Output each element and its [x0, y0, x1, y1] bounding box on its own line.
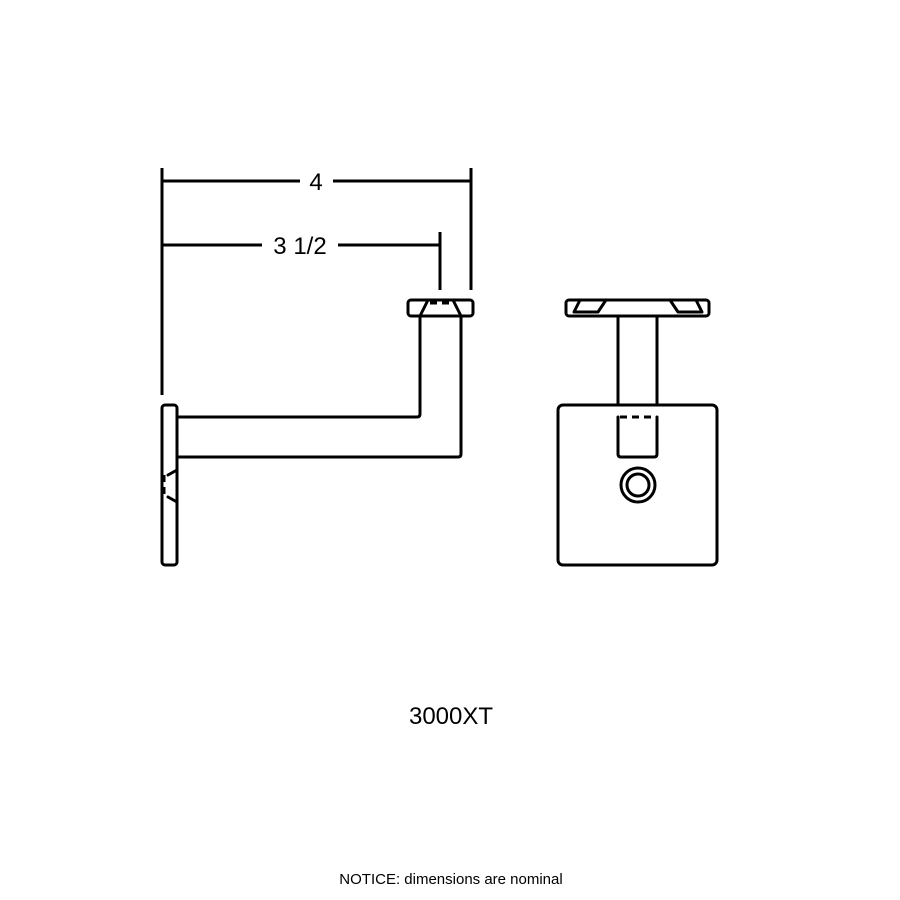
- saddle-countersink: [418, 298, 463, 318]
- rail-saddle-side: [406, 298, 475, 318]
- dimension-label-overall: 4: [309, 169, 322, 196]
- notice-text: NOTICE: dimensions are nominal: [339, 871, 562, 888]
- arm-top-edge: [175, 315, 422, 419]
- front-view: [556, 298, 719, 567]
- side-view: [160, 298, 475, 567]
- dimension-inner: 3 1/2: [162, 232, 442, 290]
- wall-plate-front: [556, 403, 719, 567]
- saddle-slot-left: [572, 298, 608, 314]
- screw-hole-inner: [625, 472, 651, 498]
- model-label: 3000XT: [409, 703, 493, 730]
- countersink-lines: [166, 468, 179, 504]
- post-front-upper: [616, 314, 659, 407]
- wall-plate-side: [160, 403, 179, 567]
- screw-hole-outer: [619, 466, 657, 504]
- rail-saddle-front: [564, 298, 711, 318]
- dimension-overall: 4: [160, 168, 473, 395]
- post-front-lower: [616, 415, 659, 459]
- dimension-label-inner: 3 1/2: [273, 233, 326, 260]
- arm-bottom-edge: [175, 315, 463, 459]
- saddle-slot-right: [668, 298, 704, 314]
